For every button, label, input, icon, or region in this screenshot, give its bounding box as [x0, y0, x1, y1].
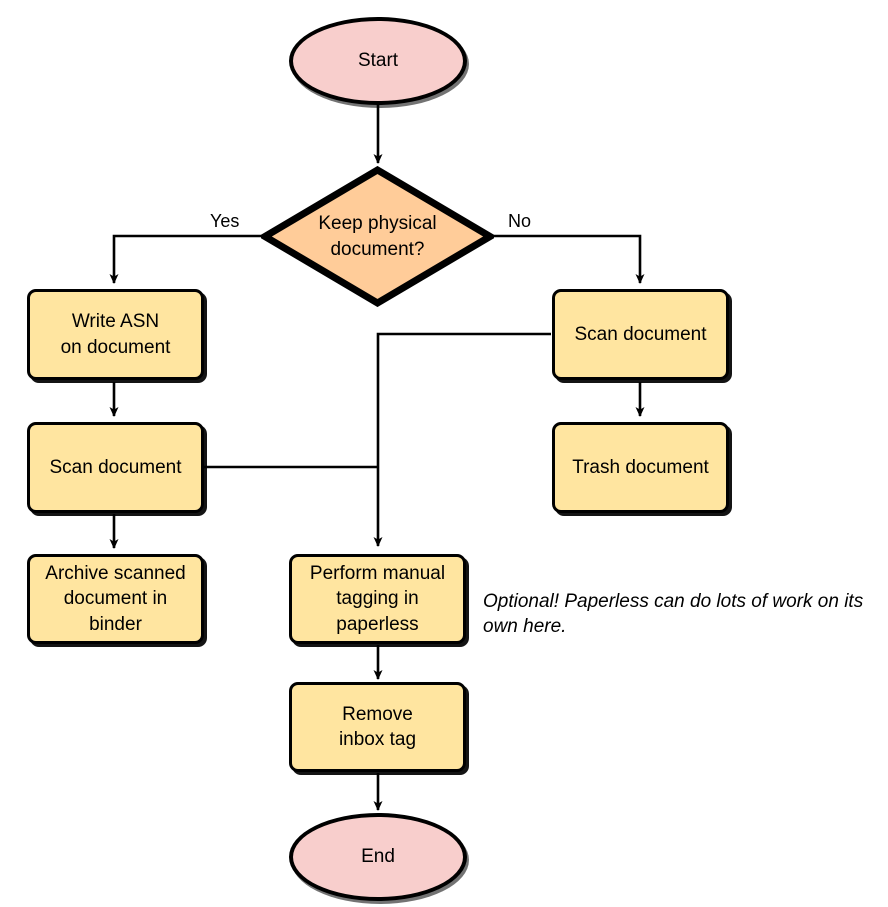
node-perform-manual-tagging[interactable]: Perform manual tagging in paperless: [289, 554, 466, 644]
edge-scan-right-to-tagging: [373, 332, 551, 547]
node-trash-document[interactable]: Trash document: [552, 422, 729, 513]
node-end[interactable]: End: [289, 813, 467, 901]
node-archive-scanned-document[interactable]: Archive scanned document in binder: [27, 554, 204, 644]
node-scan-document-left[interactable]: Scan document: [27, 422, 204, 513]
decision-diamond-shape: [261, 166, 494, 307]
node-keep-physical-document[interactable]: Keep physical document?: [261, 166, 494, 307]
node-scan-document-left-label: Scan document: [49, 456, 182, 478]
node-scan-document-right[interactable]: Scan document: [552, 289, 729, 380]
node-archive-scanned-document-label: Archive scanned document in binder: [45, 563, 186, 635]
node-end-label: End: [361, 846, 395, 868]
node-keep-physical-document-label: Keep physical document?: [318, 213, 437, 260]
node-write-asn-label: Write ASN on document: [60, 311, 171, 358]
node-scan-document-right-label: Scan document: [574, 323, 707, 345]
edge-label-yes: Yes: [210, 211, 240, 231]
node-remove-inbox-tag-label: Remove inbox tag: [338, 703, 417, 750]
node-start-label: Start: [357, 50, 399, 72]
edge-decision-no-to-scan-right: [492, 234, 645, 284]
node-trash-document-label: Trash document: [572, 456, 709, 478]
edge-label-no: No: [508, 211, 532, 231]
edge-decision-yes-to-write-asn: [109, 234, 263, 284]
node-remove-inbox-tag[interactable]: Remove inbox tag: [289, 682, 466, 772]
node-start[interactable]: Start: [289, 17, 467, 105]
node-perform-manual-tagging-label: Perform manual tagging in paperless: [309, 563, 446, 635]
node-write-asn[interactable]: Write ASN on document: [27, 289, 204, 380]
annotation-optional-note: Optional! Paperless can do lots of work …: [483, 591, 864, 638]
